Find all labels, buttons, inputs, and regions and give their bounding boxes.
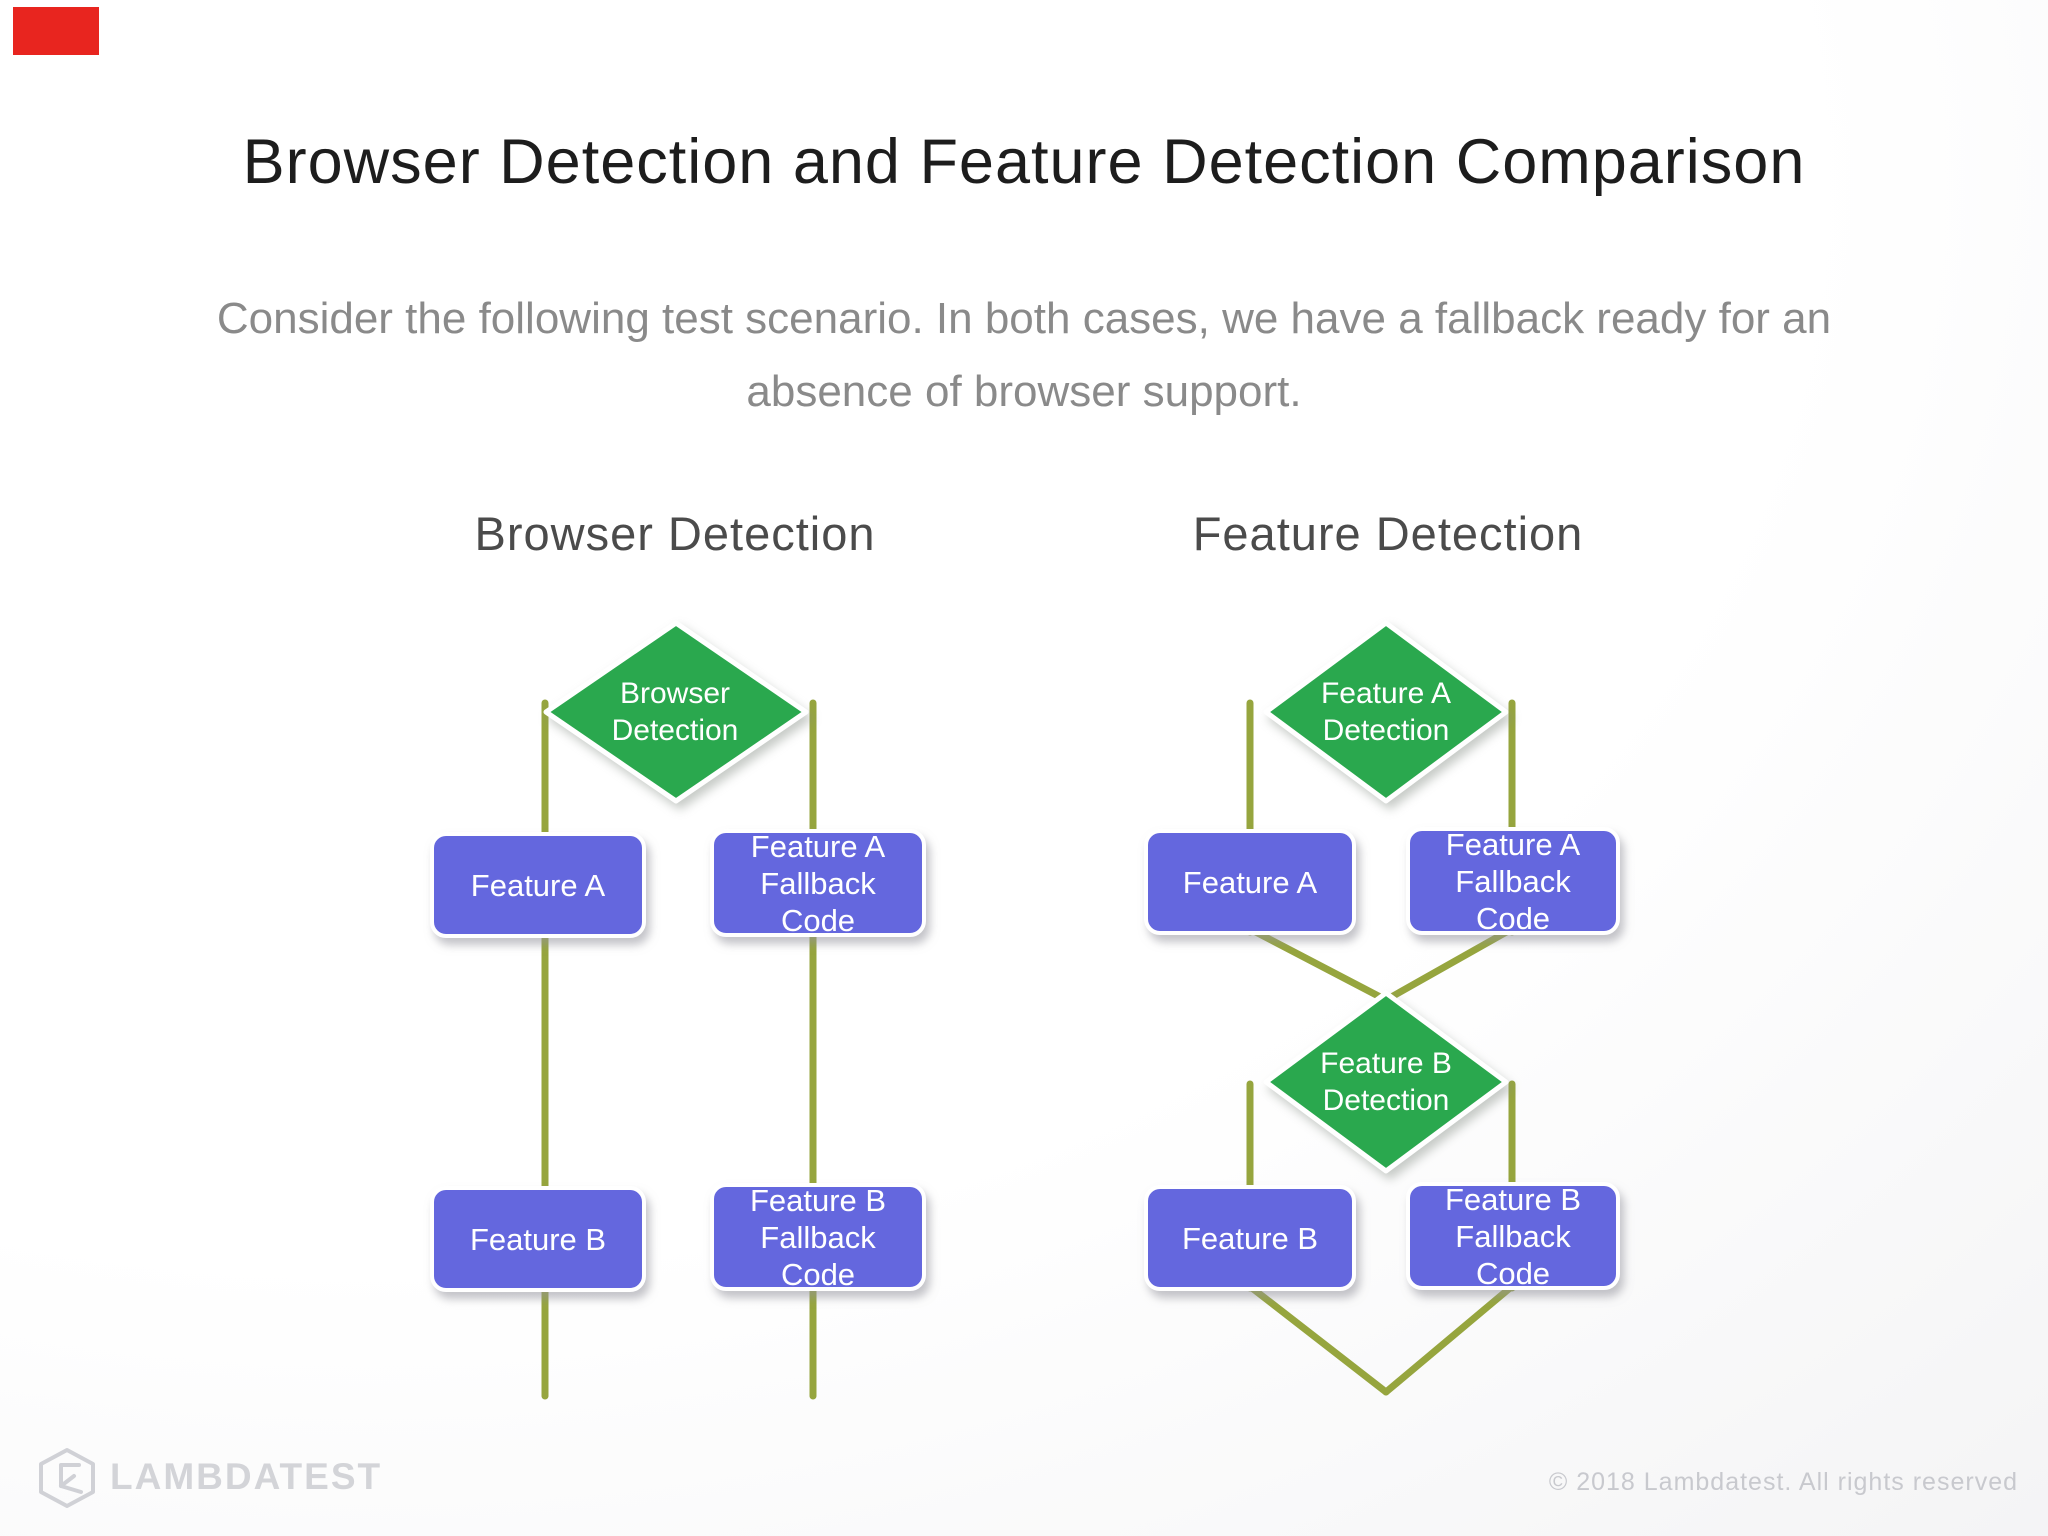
feature-b-detection-diamond-shape — [1263, 990, 1509, 1174]
feature-b-detection-diamond-label: Feature B Detection — [1320, 1047, 1452, 1117]
left-feature-a-box: Feature A — [430, 832, 646, 938]
right-diagram-heading: Feature Detection — [1192, 507, 1584, 560]
logo-glyph — [59, 1463, 83, 1494]
connector-line-converge-right — [1382, 926, 1514, 1004]
right-feature-b-fallback-box: Feature B Fallback Code — [1406, 1182, 1620, 1291]
logo-glyph-arm — [59, 1474, 76, 1488]
right-feature-b-box: Feature B — [1144, 1185, 1356, 1291]
right-feature-a-fallback-box: Feature A Fallback Code — [1406, 827, 1620, 936]
subtitle-line-2: absence of browser support. — [746, 367, 1302, 416]
connector-line-bottom-v-left — [1248, 1284, 1390, 1396]
footer-brand: LAMBDATEST — [36, 1446, 382, 1508]
left-diagram-heading: Browser Detection — [474, 507, 876, 560]
brand-name: LAMBDATEST — [110, 1456, 383, 1497]
connector-line-bottom-v-right — [1382, 1284, 1514, 1396]
left-feature-b-fallback-box: Feature B Fallback Code — [710, 1183, 926, 1292]
left-feature-a-fallback-box: Feature A Fallback Code — [710, 829, 926, 938]
browser-detection-diamond-label: Browser Detection — [611, 677, 739, 747]
copyright-text: © 2018 Lambdatest. All rights reserved — [1548, 1468, 2018, 1496]
slide-subtitle: Consider the following test scenario. In… — [0, 282, 2048, 428]
lambdatest-logo-icon — [39, 1448, 95, 1508]
browser-detection-diamond-shape — [543, 620, 809, 804]
page-title: Browser Detection and Feature Detection … — [242, 127, 1806, 197]
logo-hexagon — [39, 1448, 95, 1508]
subtitle-line-1: Consider the following test scenario. In… — [216, 294, 1832, 343]
recording-marker — [13, 7, 99, 55]
connector-line-converge-left — [1248, 926, 1390, 1004]
left-feature-b-box: Feature B — [430, 1186, 646, 1292]
right-feature-a-box: Feature A — [1144, 829, 1356, 935]
feature-a-detection-diamond-shape — [1263, 620, 1509, 804]
feature-a-detection-diamond-label: Feature A Detection — [1320, 677, 1452, 747]
